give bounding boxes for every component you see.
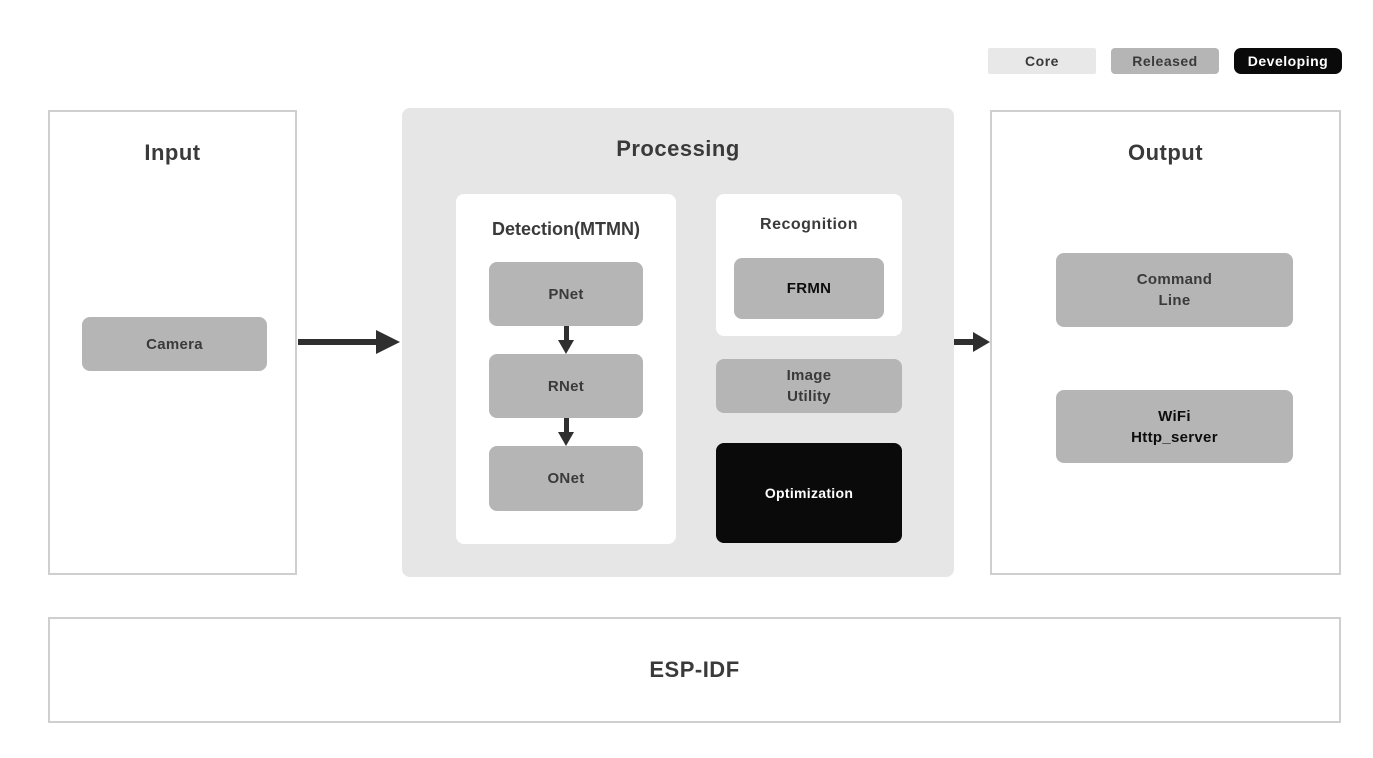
frmn-node-label: FRMN [786,280,832,297]
output-panel: Output Command Line WiFi Http_server [990,110,1341,575]
rnet-to-onet-arrow [558,418,574,446]
frmn-node: FRMN [734,258,884,319]
arrow-shaft [563,418,569,433]
command-line-node: Command Line [1056,253,1293,327]
arrow-shaft [954,339,974,345]
detection-group: Detection(MTMN) PNet RNet ONet [456,194,676,544]
optimization-node: Optimization [716,443,902,543]
image-utility-label-line1: Image [786,367,832,384]
legend-core-badge: Core [988,48,1096,74]
input-to-processing-arrow [298,330,400,354]
arrow-head-icon [973,332,990,352]
rnet-node: RNet [489,354,643,418]
detection-group-title: Detection(MTMN) [492,219,640,239]
legend-released-label: Released [1132,53,1198,69]
legend-released-badge: Released [1111,48,1219,74]
input-panel: Input Camera [48,110,297,575]
pnet-node-label: PNet [548,285,584,303]
arrow-shaft [563,326,569,341]
arrow-shaft [298,339,377,345]
processing-to-output-arrow [954,332,990,352]
legend: Core Released Developing [988,48,1342,74]
output-panel-title: Output [1127,140,1204,165]
arrow-head-icon [376,330,400,354]
pnet-node: PNet [489,262,643,326]
command-line-label-line2: Line [1158,292,1191,309]
esp-idf-panel: ESP-IDF [48,617,1341,723]
image-utility-label-line2: Utility [787,388,831,405]
arrow-head-icon [558,340,574,354]
arrow-head-icon [558,432,574,446]
optimization-node-label: Optimization [764,484,854,501]
onet-node: ONet [489,446,643,511]
legend-developing-label: Developing [1247,53,1329,69]
rnet-node-label: RNet [547,377,585,395]
wifi-http-server-node: WiFi Http_server [1056,390,1293,463]
pnet-to-rnet-arrow [558,326,574,354]
command-line-label-line1: Command [1136,271,1213,288]
camera-node-label: Camera [146,335,203,353]
wifi-label-line2: Http_server [1131,428,1218,446]
processing-panel: Processing Detection(MTMN) PNet RNet ONe… [402,108,954,577]
legend-developing-badge: Developing [1234,48,1342,74]
onet-node-label: ONet [547,470,585,487]
wifi-label-line1: WiFi [1158,407,1191,425]
esp-idf-panel-title: ESP-IDF [649,657,740,682]
recognition-group: Recognition FRMN [716,194,902,336]
recognition-group-title: Recognition [760,216,858,233]
image-utility-node: Image Utility [716,359,902,413]
processing-panel-title: Processing [616,136,740,161]
input-panel-title: Input [144,140,201,165]
legend-core-label: Core [1025,53,1059,69]
camera-node: Camera [82,317,267,371]
